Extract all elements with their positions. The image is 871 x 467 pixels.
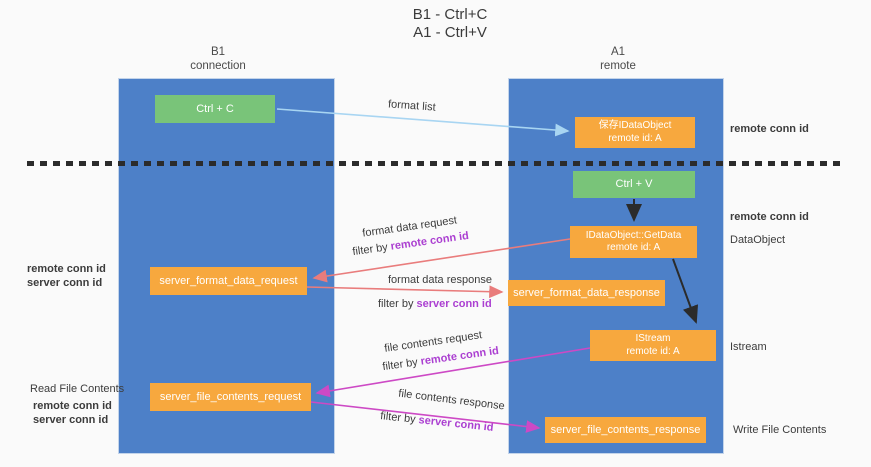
ctrl-v-box: Ctrl + V <box>573 171 695 198</box>
title-line-a1: A1 - Ctrl+V <box>413 24 487 41</box>
remote-conn-id-highlight: remote conn id <box>419 344 500 368</box>
server-file-contents-response-label: server_file_contents_response <box>550 423 701 436</box>
filter-by-text: filter by <box>378 298 417 310</box>
server-file-contents-request-box: server_file_contents_request <box>150 383 311 411</box>
ctrl-v-label: Ctrl + V <box>615 178 653 190</box>
istream-line2: remote id: A <box>626 345 680 357</box>
filter-by-text: filter by <box>381 355 422 374</box>
format-data-response-arrow <box>306 285 504 299</box>
column-header-a1: A1 remote <box>548 45 688 73</box>
right-istream-label: Istream <box>730 341 767 353</box>
column-b1-subtitle: connection <box>190 60 246 72</box>
title-line-b1: B1 - Ctrl+C <box>412 6 488 23</box>
file-contents-response-label: file contents response <box>397 387 506 413</box>
server-format-data-request-label: server_format_data_request <box>159 274 298 287</box>
save-idataobject-box: 保存IDataObject remote id: A <box>575 117 695 148</box>
dashed-separator <box>27 161 845 166</box>
right-dataobject-label: DataObject <box>730 234 786 246</box>
file-contents-response-filter-label: filter by server conn id <box>380 410 494 434</box>
server-format-data-response-box: server_format_data_response <box>508 280 665 306</box>
diagram-title: B1 - Ctrl+C A1 - Ctrl+V <box>330 6 570 42</box>
server-format-data-request-box: server_format_data_request <box>150 267 307 295</box>
server-conn-id-highlight: server conn id <box>417 414 495 434</box>
ctrl-c-box: Ctrl + C <box>155 95 275 123</box>
right-remote-conn-id-mid: remote conn id <box>730 211 809 223</box>
server-conn-id-highlight: server conn id <box>416 298 492 310</box>
format-data-response-filter-label: filter by server conn id <box>378 298 492 310</box>
ctrl-c-label: Ctrl + C <box>196 102 234 115</box>
column-b1-name: B1 <box>210 46 226 58</box>
left-server-conn-id: server conn id <box>27 277 103 289</box>
istream-line1: IStream <box>635 333 671 344</box>
server-file-contents-response-box: server_file_contents_response <box>545 417 706 443</box>
format-list-label: format list <box>387 98 437 114</box>
save-idataobject-line2: remote id: A <box>608 132 662 144</box>
column-a1-subtitle: remote <box>600 60 636 72</box>
istream-box: IStream remote id: A <box>590 330 716 361</box>
getdata-line2: remote id: A <box>606 242 661 253</box>
left-server-conn-id-2: server conn id <box>33 414 109 426</box>
filter-by-text: filter by <box>351 240 392 259</box>
column-a1-name: A1 <box>610 46 626 58</box>
idataobject-getdata-box: IDataObject::GetData remote id: A <box>570 226 697 258</box>
getdata-line1: IDataObject::GetData <box>585 229 682 241</box>
left-remote-conn-id: remote conn id <box>27 263 106 275</box>
right-write-file-contents-label: Write File Contents <box>733 424 827 436</box>
right-remote-conn-id-top: remote conn id <box>730 123 809 135</box>
filter-by-text: filter by <box>379 410 420 427</box>
column-header-b1: B1 connection <box>148 45 288 73</box>
format-data-response-label: format data response <box>388 274 492 286</box>
left-remote-conn-id-2: remote conn id <box>33 400 112 412</box>
server-format-data-response-label: server_format_data_response <box>513 286 660 299</box>
save-idataobject-line1: 保存IDataObject <box>598 120 672 131</box>
server-file-contents-request-label: server_file_contents_request <box>159 390 302 403</box>
left-read-file-contents-label: Read File Contents <box>30 383 125 395</box>
